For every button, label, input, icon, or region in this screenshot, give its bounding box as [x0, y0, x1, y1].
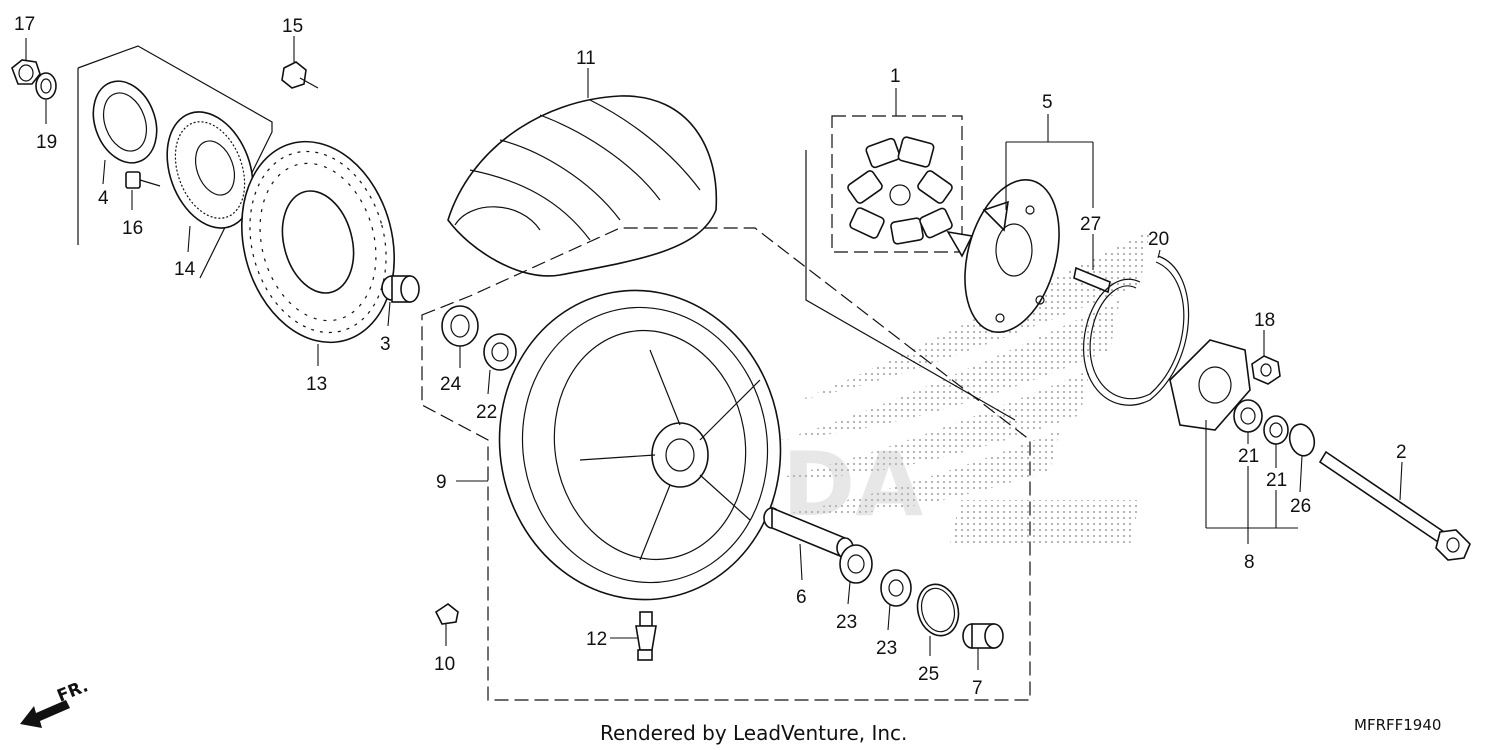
part-7-collar[interactable]: [962, 623, 1004, 649]
callout-16: 16: [122, 218, 143, 239]
part-25-o-ring[interactable]: [912, 580, 964, 641]
part-23-bearing-b[interactable]: [880, 569, 912, 607]
callout-4: 4: [98, 188, 109, 209]
callout-21b: 21: [1266, 470, 1287, 491]
part-4-sensor-ring[interactable]: [82, 72, 167, 171]
callout-12: 12: [586, 629, 607, 650]
callout-10: 10: [434, 654, 455, 675]
part-21-bearing[interactable]: [1233, 399, 1263, 433]
part-5-driven-flange[interactable]: [946, 169, 1075, 342]
front-direction-arrow: FR.: [20, 676, 91, 728]
part-22-bearing[interactable]: [483, 333, 517, 371]
callout-23b: 23: [876, 638, 897, 659]
part-15-bolt[interactable]: [281, 61, 319, 89]
part-12-valve[interactable]: [635, 611, 657, 661]
callout-27: 27: [1080, 214, 1101, 235]
part-20-circlip[interactable]: [1082, 255, 1190, 406]
part-26-o-ring[interactable]: [1286, 421, 1317, 458]
callout-labels: 17 19 4 16 14 15 13 3 11 24 22 9 10 12 6…: [14, 14, 1407, 699]
callout-13: 13: [306, 374, 327, 395]
callout-26: 26: [1290, 496, 1311, 517]
wheel-assembly-box: [421, 227, 1031, 701]
callout-21a: 21: [1238, 446, 1259, 467]
callout-20: 20: [1148, 229, 1169, 250]
callout-1: 1: [890, 66, 901, 87]
callout-24: 24: [440, 374, 462, 395]
part-18-nut[interactable]: [1251, 355, 1281, 385]
direction-label: FR.: [54, 676, 91, 706]
part-3-collar[interactable]: [381, 275, 420, 303]
callout-7: 7: [972, 678, 983, 699]
part-2-axle[interactable]: [1318, 450, 1471, 561]
part-13-brake-disc[interactable]: [220, 124, 416, 359]
part-14-pulser-ring[interactable]: [152, 100, 268, 240]
part-11-tire[interactable]: [447, 95, 718, 277]
callout-17: 17: [14, 14, 35, 35]
callout-11: 11: [576, 48, 596, 69]
part-1-damper-rubbers[interactable]: [846, 136, 953, 245]
part-8-sprocket-hub[interactable]: [1169, 339, 1251, 431]
callout-8: 8: [1244, 552, 1255, 573]
part-9-wheel-rim[interactable]: [475, 268, 805, 622]
part-19-washer[interactable]: [35, 72, 57, 100]
part-24-bearing[interactable]: [441, 305, 479, 347]
callout-15: 15: [282, 16, 303, 37]
callout-19: 19: [36, 132, 57, 153]
part-27-stud[interactable]: [1073, 266, 1111, 294]
part-10-clip[interactable]: [434, 603, 459, 625]
part-16-bolt[interactable]: [125, 171, 161, 189]
callout-5: 5: [1042, 92, 1053, 113]
callout-3: 3: [380, 334, 391, 355]
part-17-nut[interactable]: [11, 59, 41, 85]
callout-22: 22: [476, 402, 497, 423]
callout-6: 6: [796, 587, 807, 608]
callout-9: 9: [436, 472, 447, 493]
part-23-bearing-a[interactable]: [839, 544, 873, 584]
footer-credit: Rendered by LeadVenture, Inc.: [600, 721, 907, 745]
part-21-seal[interactable]: [1263, 415, 1289, 445]
callout-14: 14: [174, 259, 196, 280]
leader-lines: [25, 36, 1403, 670]
callout-18: 18: [1254, 310, 1275, 331]
callout-25: 25: [918, 664, 939, 685]
diagram-code: MFRFF1940: [1354, 716, 1441, 734]
callout-2: 2: [1396, 442, 1407, 463]
callout-23a: 23: [836, 612, 857, 633]
